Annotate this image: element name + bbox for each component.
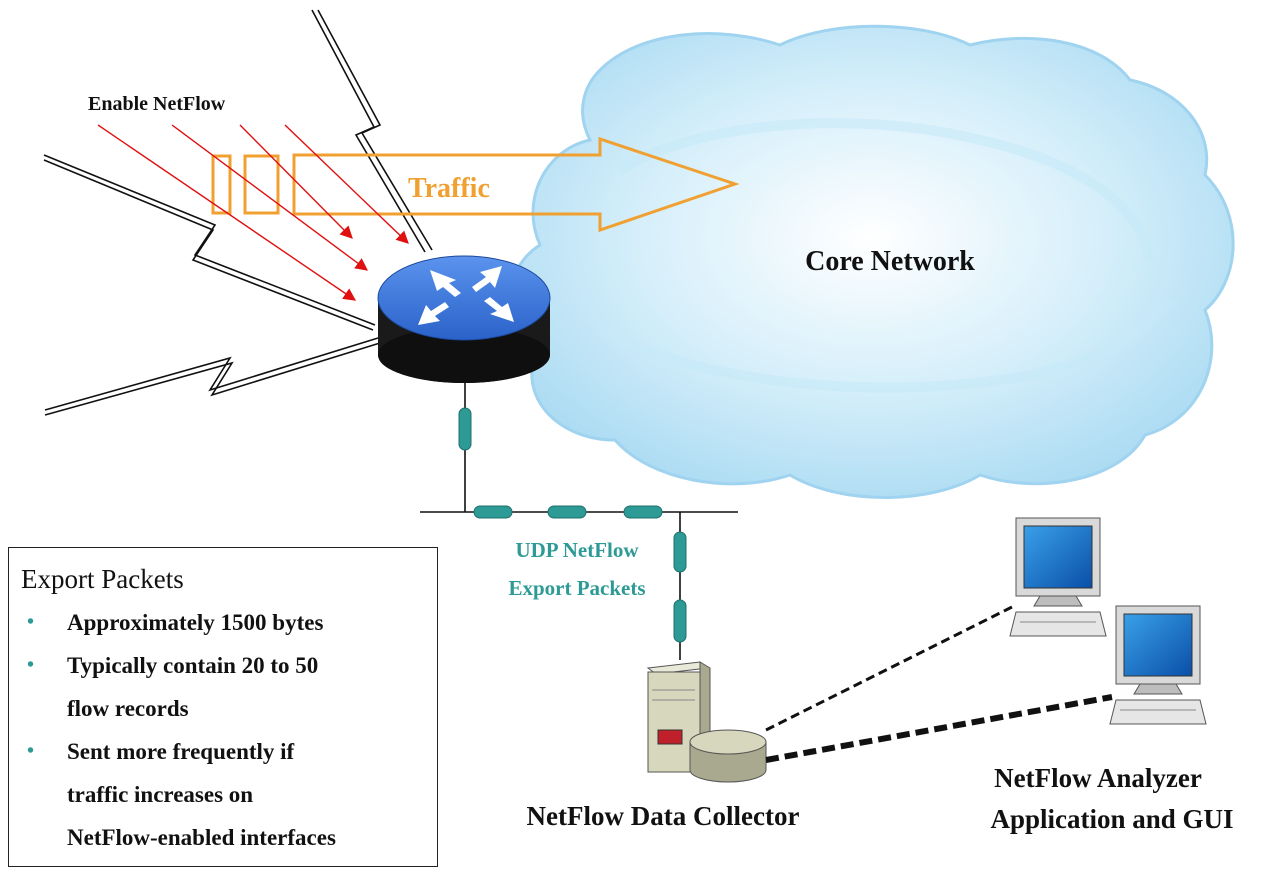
list-item-text: NetFlow-enabled interfaces (67, 825, 336, 850)
export-packets-title: Export Packets (21, 564, 184, 594)
list-item: • Typically contain 20 to 50 (21, 644, 427, 687)
list-item-text: traffic increases on (67, 782, 254, 807)
list-item-text: Typically contain 20 to 50 (67, 653, 319, 678)
router-icon (377, 255, 551, 383)
workstation-icon (1109, 605, 1207, 725)
traffic-label: Traffic (408, 173, 490, 204)
udp-label-line1: UDP NetFlow (515, 538, 639, 562)
server-icon (646, 661, 767, 783)
enable-netflow-label: Enable NetFlow (88, 93, 226, 115)
enable-netflow-arrows (97, 124, 409, 301)
wan-links (43, 9, 433, 416)
core-network-cloud (507, 24, 1235, 499)
workstation-icon (1009, 517, 1107, 637)
bullet-icon: • (27, 611, 35, 633)
list-item: • Approximately 1500 bytes (21, 601, 427, 644)
list-item-continuation: traffic increases on (21, 773, 427, 816)
bullet-icon: • (27, 654, 35, 676)
udp-export-links (420, 380, 738, 660)
list-item-continuation: flow records (21, 687, 427, 730)
collector-label: NetFlow Data Collector (527, 801, 800, 831)
export-packets-box: Export Packets • Approximately 1500 bytes… (8, 547, 438, 867)
list-item-text: Sent more frequently if (67, 739, 295, 764)
list-item-text: Approximately 1500 bytes (67, 610, 324, 635)
analyzer-label-line2: Application and GUI (990, 804, 1233, 834)
list-item-continuation: NetFlow-enabled interfaces (21, 816, 427, 859)
list-item: • Sent more frequently if (21, 730, 427, 773)
core-network-label: Core Network (805, 246, 975, 277)
list-item-text: flow records (67, 696, 189, 721)
traffic-arrow (211, 136, 740, 233)
analyzer-label-line1: NetFlow Analyzer (994, 763, 1202, 793)
export-packets-list: • Approximately 1500 bytes • Typically con… (21, 601, 427, 859)
udp-label-line2: Export Packets (508, 576, 645, 600)
bullet-icon: • (27, 740, 35, 762)
collector-to-analyzer-links (765, 604, 1113, 763)
